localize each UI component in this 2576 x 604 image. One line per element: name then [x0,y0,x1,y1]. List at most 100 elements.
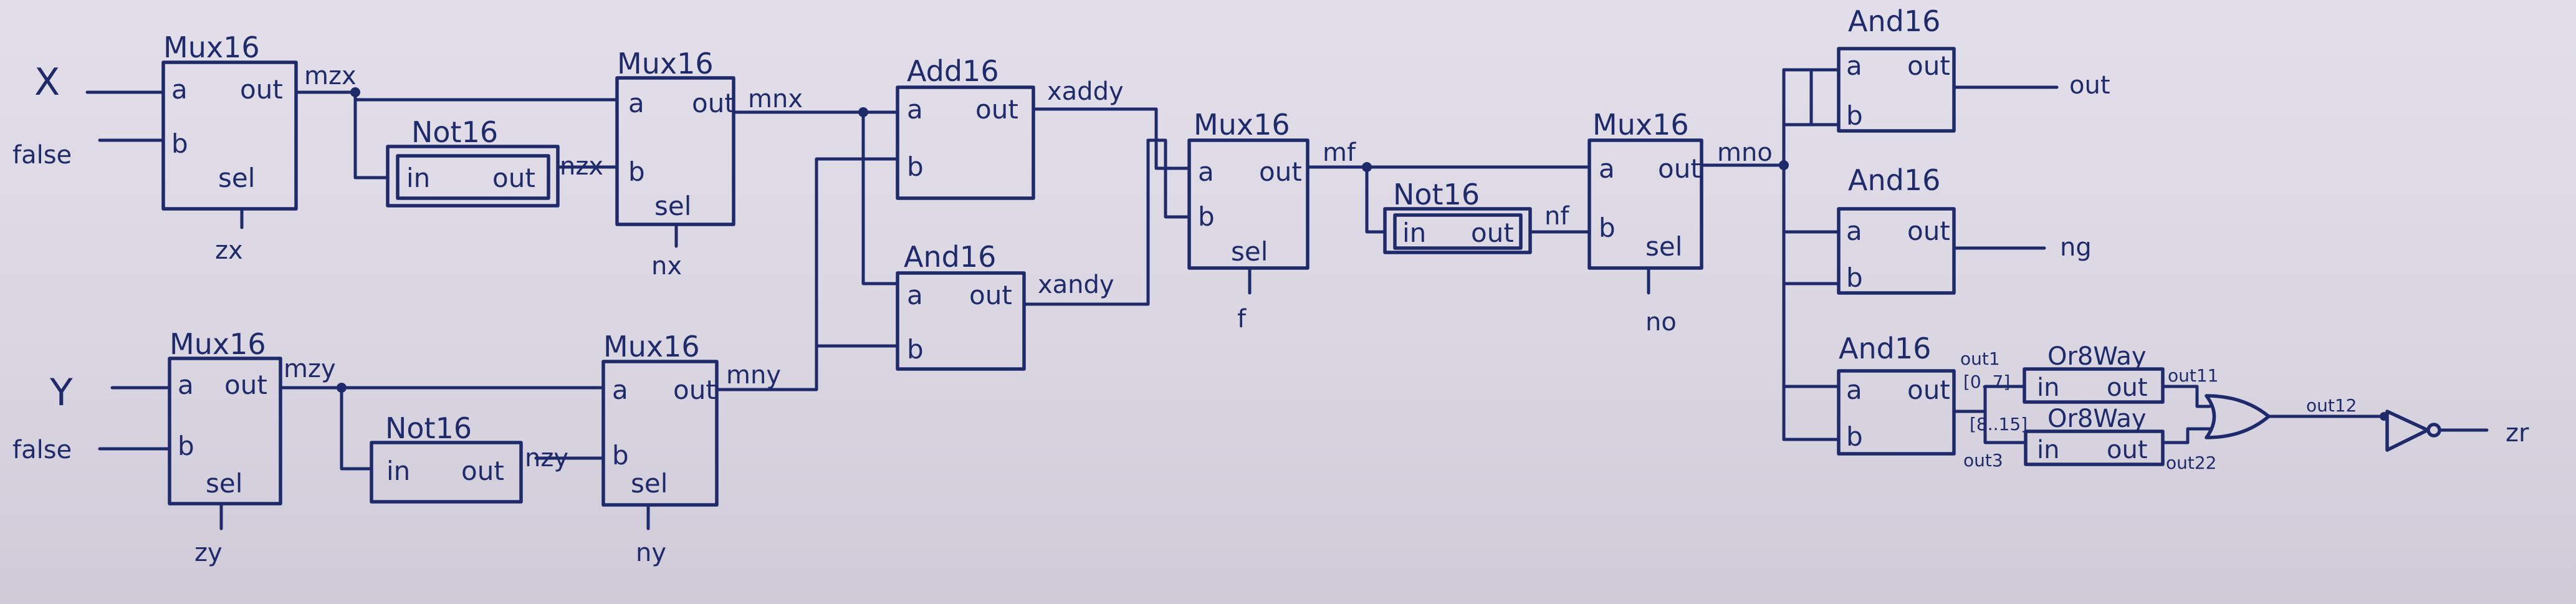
port-b: b [1198,201,1215,232]
port-a: a [1846,216,1862,246]
chip-title: Not16 [411,115,498,149]
chip-title: And16 [1848,163,1940,197]
port-sel: sel [1231,236,1268,267]
port-out: out [461,456,504,486]
chip-title: Not16 [385,411,472,445]
nzx-label: nzx [560,152,603,181]
port-out: out [224,370,267,400]
port-sel: sel [206,468,242,499]
out12-label: out12 [2306,395,2357,416]
out22-label: out22 [2166,453,2216,473]
no-label: no [1645,308,1677,337]
xandy-label: xandy [1038,271,1114,299]
f-label: f [1237,305,1247,333]
port-out: out [1907,375,1950,405]
chip-title: Or8Way [2047,405,2147,433]
chip-title: And16 [1839,332,1931,365]
port-out: out [692,88,735,118]
zr-label: zr [2506,419,2529,448]
false-label: false [12,141,72,170]
mzx-label: mzx [304,62,357,90]
port-out: out [673,375,716,405]
chip-title: Mux16 [1194,108,1290,141]
chip-mux16-nx: Mux16 a b out sel [615,47,735,226]
chip-and16-zr: And16 a b out [1837,332,1956,456]
port-b: b [1846,262,1863,293]
chip-title: Mux16 [170,327,266,361]
port-sel: sel [654,191,691,221]
chip-not16-f: Not16 in out [1383,178,1532,254]
port-in: in [1402,218,1426,248]
port-out: out [1907,50,1950,81]
port-out: out [1907,216,1950,246]
ny-label: ny [636,539,666,567]
input-x-label: X [34,60,60,104]
chip-mux16-zy: Mux16 a b out sel [168,327,282,506]
chip-and16-ng: And16 a b out [1837,163,1956,295]
port-sel: sel [1645,231,1682,262]
or-gate-symbol [2205,394,2271,439]
out1-label: out1 [1960,348,2000,369]
nzy-label: nzy [525,444,568,472]
port-a: a [178,370,194,400]
port-out: out [975,94,1018,125]
chip-mux16-zx: Mux16 a b out sel [161,31,298,211]
port-b: b [178,431,194,461]
port-out: out [1658,153,1701,184]
mno-label: mno [1717,138,1773,167]
port-a: a [1599,153,1615,184]
port-a: a [1846,375,1862,405]
mnx-label: mnx [748,85,803,113]
port-b: b [612,440,629,471]
out11-label: out11 [2168,365,2218,386]
port-out: out [240,74,283,105]
port-out: out [969,280,1012,310]
port-out: out [2107,436,2148,464]
port-b: b [907,334,924,365]
chip-or8way-high: Or8Way in out [2024,405,2165,466]
range-lo-label: [0..7] [1963,372,2010,392]
port-a: a [628,88,644,118]
ng-label: ng [2060,233,2092,262]
port-a: a [1198,156,1214,187]
chip-title: And16 [1848,4,1940,38]
chip-not16-zx: Not16 in out [386,115,560,208]
port-b: b [907,151,924,182]
range-hi-label: [8..15] [1970,414,2028,434]
chip-title: Mux16 [163,31,260,64]
port-a: a [1846,50,1862,81]
port-in: in [386,456,410,486]
mny-label: mny [726,361,781,390]
port-a: a [907,94,923,125]
port-out: out [1471,218,1514,248]
chip-mux16-no: Mux16 a b out sel [1587,108,1703,270]
chip-title: Add16 [907,54,999,88]
mzy-label: mzy [284,355,336,383]
chip-and16-xy: And16 a b out [896,240,1026,371]
zx-label: zx [215,236,243,265]
port-sel: sel [631,468,668,499]
port-in: in [406,163,430,193]
port-b: b [1846,100,1863,131]
nf-label: nf [1544,202,1569,231]
chip-not16-zy: Not16 in out [370,411,523,504]
zy-label: zy [194,539,223,567]
chip-title: Mux16 [1592,108,1689,141]
port-in: in [2037,373,2059,402]
signal-labels: X false zx nx mzx nzx mnx Y false zy ny … [12,60,2529,567]
xaddy-label: xaddy [1047,77,1124,106]
out-label: out [2069,71,2110,100]
port-a: a [171,74,188,105]
chip-title: Not16 [1393,178,1480,211]
port-a: a [907,280,923,310]
mf-label: mf [1323,138,1356,167]
port-b: b [1846,421,1863,452]
chip-or8way-low: Or8Way in out [2023,342,2165,404]
chip-mux16-f: Mux16 a b out sel [1187,108,1310,270]
port-sel: sel [218,163,255,193]
chip-and16-out: And16 a b out [1837,4,1956,133]
chip-title: Or8Way [2047,342,2147,371]
port-out: out [1259,156,1302,187]
port-out: out [492,163,535,193]
